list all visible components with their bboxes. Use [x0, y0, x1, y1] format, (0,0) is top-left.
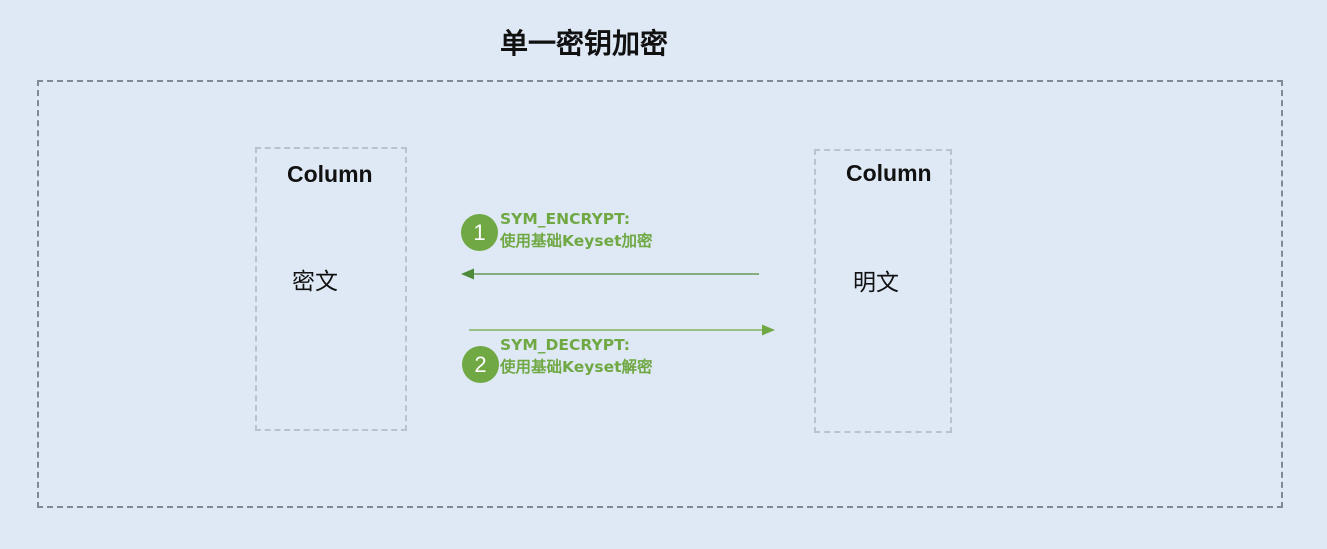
step-1-label: SYM_ENCRYPT: 使用基础Keyset加密: [500, 208, 653, 252]
ciphertext-column-header: Column: [287, 161, 373, 187]
step-2-description: 使用基础Keyset解密: [500, 358, 653, 376]
encrypt-arrow: [461, 268, 759, 280]
step-2-function: SYM_DECRYPT:: [500, 336, 630, 354]
ciphertext-column-box: [255, 147, 407, 431]
step-1-badge: 1: [461, 214, 498, 251]
step-2-label: SYM_DECRYPT: 使用基础Keyset解密: [500, 334, 653, 378]
step-2-badge: 2: [462, 346, 499, 383]
plaintext-column-value: 明文: [853, 270, 899, 296]
diagram-title: 单一密钥加密: [500, 27, 669, 60]
plaintext-column-header: Column: [846, 160, 932, 186]
decrypt-arrow: [469, 324, 775, 336]
ciphertext-column-value: 密文: [292, 269, 338, 295]
plaintext-column-box: [814, 149, 952, 433]
step-1-description: 使用基础Keyset加密: [500, 232, 653, 250]
step-1-function: SYM_ENCRYPT:: [500, 210, 631, 228]
outer-dashed-frame: [37, 80, 1283, 508]
